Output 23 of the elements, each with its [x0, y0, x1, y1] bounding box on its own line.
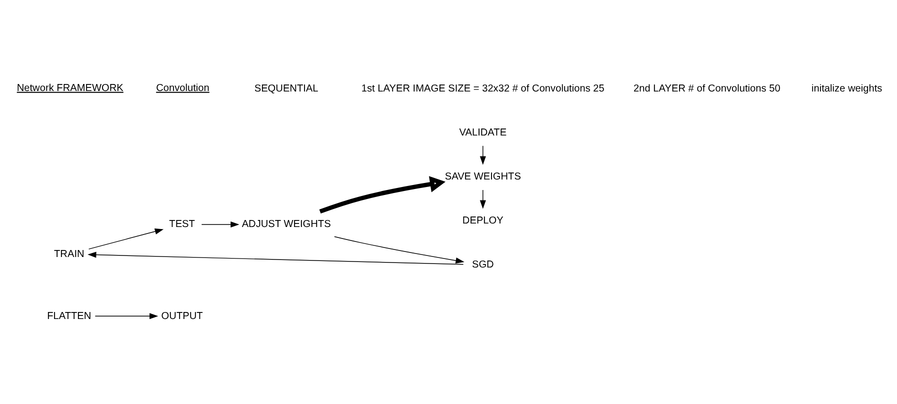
node-text: SGD [471, 259, 494, 270]
label: Convolution [156, 82, 209, 94]
label: initalize weights [811, 83, 882, 94]
arrow [479, 189, 486, 208]
arrow [200, 220, 239, 228]
label: 1st LAYER IMAGE SIZE = 32x32 # of Convolutions 25 [360, 83, 604, 94]
arrow [88, 228, 164, 249]
node-text: ADJUST WEIGHTS [241, 218, 330, 230]
arrow [87, 251, 464, 264]
arrow [479, 145, 486, 164]
node-text: FLATTEN [46, 310, 91, 322]
node-text: OUTPUT [160, 310, 202, 322]
label: SEQUENTIAL [254, 83, 318, 94]
label: 2nd LAYER # of Convolutions 50 [633, 83, 780, 94]
arrow [94, 312, 158, 319]
node-text: TRAIN [54, 248, 84, 260]
node-text: SAVE WEIGHTS [444, 171, 520, 182]
node-text: DEPLOY [462, 215, 503, 226]
node-text: VALIDATE [458, 127, 506, 138]
label: Network FRAMEWORK [16, 82, 123, 94]
arrow [334, 236, 464, 264]
node-text: TEST [168, 218, 194, 230]
arrow [318, 176, 445, 214]
